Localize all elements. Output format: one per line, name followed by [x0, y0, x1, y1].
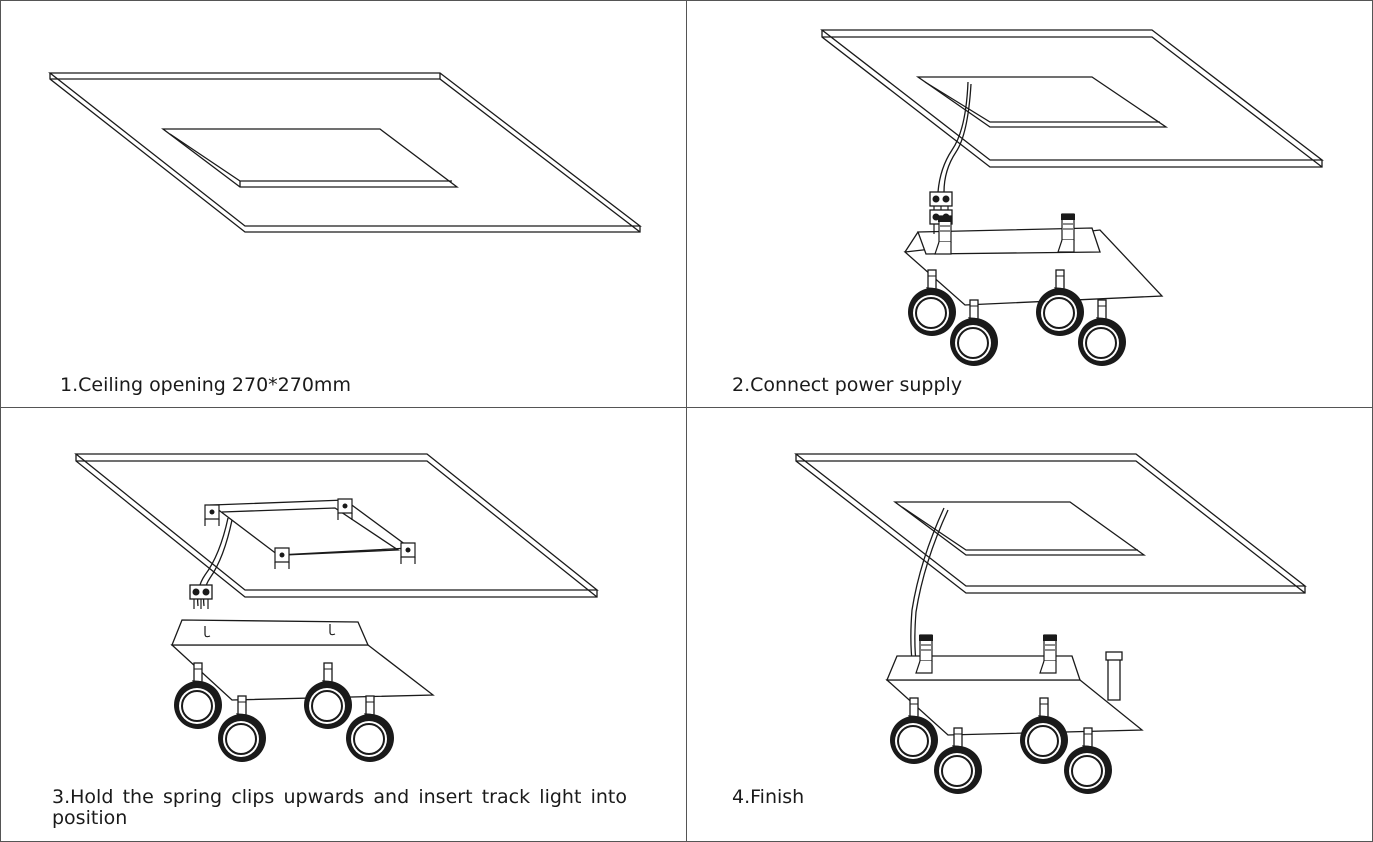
step-3-spotlight-4 [345, 695, 395, 763]
step-4-illustration [794, 453, 1307, 736]
step-2-spotlight-4 [1077, 299, 1127, 367]
step-4-caption: 4.Finish [732, 786, 805, 808]
step-3-frame-ear-4 [400, 542, 416, 565]
step-3-terminal-block [189, 584, 213, 610]
step-1-caption: 1.Ceiling opening 270*270mm [60, 374, 351, 396]
step-2-illustration [820, 29, 1324, 306]
step-2-spotlight-2 [949, 299, 999, 367]
step-3-illustration [74, 453, 599, 701]
step-4-spotlight-2 [933, 727, 983, 795]
step-3-caption: 3.Hold the spring clips upwards and inse… [52, 786, 627, 829]
step-4-spring-clip-right [1039, 634, 1058, 674]
step-2-caption: 2.Connect power supply [732, 374, 963, 396]
step-3-frame-ear-2 [337, 498, 353, 521]
step-1-illustration [48, 72, 642, 233]
step-4-spotlight-4 [1063, 727, 1113, 795]
step-3-frame-ear-1 [204, 504, 220, 527]
step-4-spring-clip-left [915, 634, 934, 674]
step-3-frame-ear-3 [274, 547, 290, 570]
step-3-spotlight-2 [217, 695, 267, 763]
